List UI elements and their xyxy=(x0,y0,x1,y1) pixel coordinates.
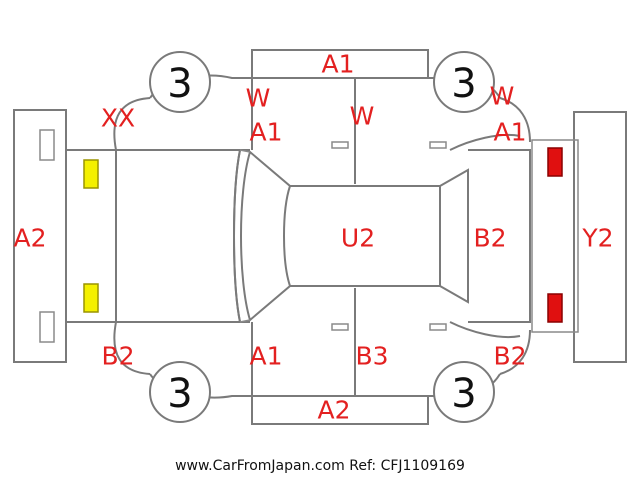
label-top-left-xx: XX xyxy=(101,104,135,133)
wheel-rear-left-grade: 3 xyxy=(451,61,476,107)
wheel-rear-right-grade: 3 xyxy=(451,371,476,417)
footer-reference: www.CarFromJapan.com Ref: CFJ1109169 xyxy=(175,458,465,474)
rear-bumper xyxy=(531,111,627,363)
wheel-rear-left: 3 xyxy=(433,51,495,113)
label-bottom-rear-corner: B2 xyxy=(493,342,526,371)
car-body-top-view xyxy=(65,149,531,323)
label-front-bumper: A2 xyxy=(13,224,46,253)
label-bottom-front-corner: B2 xyxy=(101,342,134,371)
wheel-front-left: 3 xyxy=(149,51,211,113)
label-top-rear-w: W xyxy=(490,82,515,111)
label-bottom-rear-door: B3 xyxy=(355,342,388,371)
front-bumper xyxy=(13,109,67,363)
label-rear-bumper: Y2 xyxy=(581,224,613,253)
front-light-bottom xyxy=(83,283,99,313)
label-bottom-panel: A2 xyxy=(317,396,350,425)
label-bottom-front-door: A1 xyxy=(249,342,282,371)
label-top-panel: A1 xyxy=(321,50,354,79)
wheel-front-left-grade: 3 xyxy=(167,61,192,107)
rear-light-top xyxy=(547,147,563,177)
label-rear-glass: B2 xyxy=(473,224,506,253)
rear-light-bottom xyxy=(547,293,563,323)
label-top-front-door-w: W xyxy=(246,84,271,113)
wheel-front-right-grade: 3 xyxy=(167,371,192,417)
wheel-rear-right: 3 xyxy=(433,361,495,423)
front-light-top xyxy=(83,159,99,189)
wheel-front-right: 3 xyxy=(149,361,211,423)
label-top-front-door-a1: A1 xyxy=(249,118,282,147)
label-roof: U2 xyxy=(341,224,375,253)
label-top-rear-a1: A1 xyxy=(493,118,526,147)
label-top-rear-door-w: W xyxy=(350,102,375,131)
